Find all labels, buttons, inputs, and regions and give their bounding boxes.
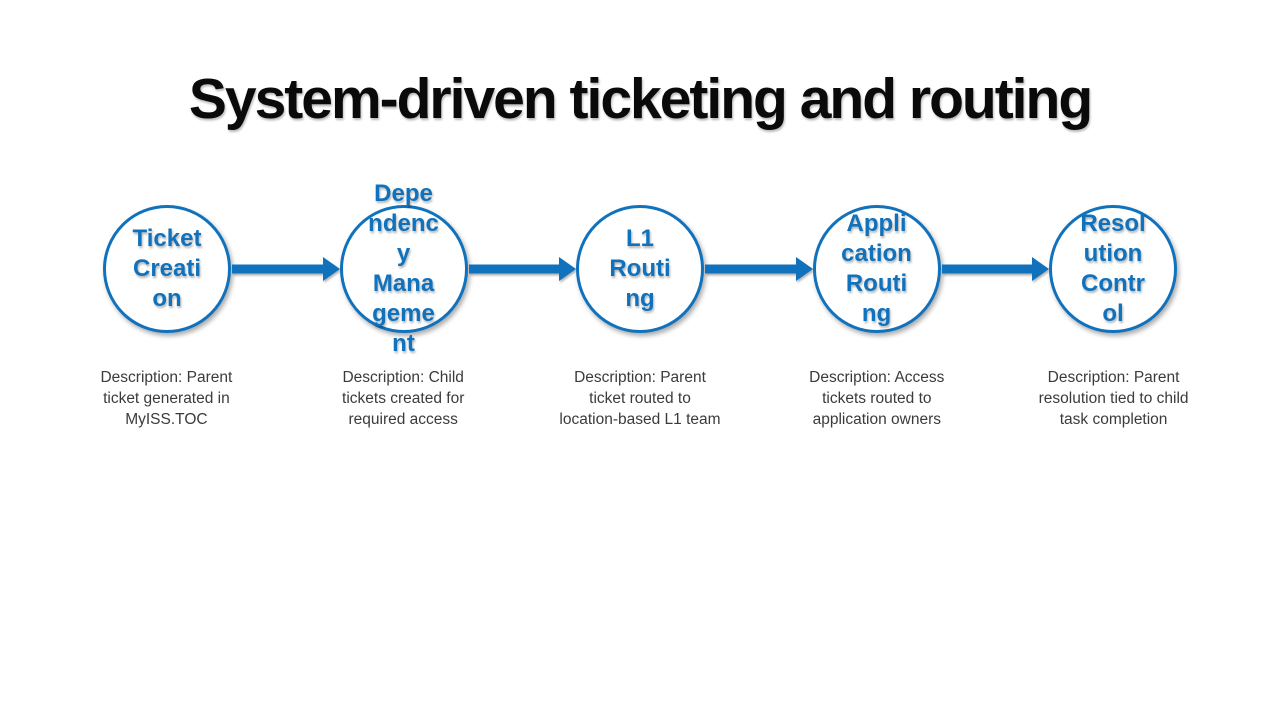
stage-label-application-routing: Appli cation Routi ng — [841, 210, 912, 327]
stage-label-resolution-control: Resol ution Contr ol — [1080, 210, 1146, 327]
stage-label-ticket-creation: Ticket Creati on — [132, 225, 202, 312]
stage-circle-l1-routing: L1 Routi ng — [576, 205, 704, 333]
stage-description-application-routing: Description: Access tickets routed to ap… — [809, 369, 945, 428]
stage-circle-dependency-management: Depe ndenc y Mana geme nt — [339, 180, 468, 357]
arrow-head-icon — [795, 257, 813, 281]
arrow-head-icon — [322, 257, 340, 281]
stage-description-l1-routing: Description: Parent ticket routed to loc… — [559, 369, 721, 428]
slide-title: System-driven ticketing and routing — [188, 67, 1093, 131]
stage-description-resolution-control: Description: Parent resolution tied to c… — [1038, 369, 1189, 428]
flow-arrow-3 — [704, 256, 813, 282]
stage-circle-ticket-creation: Ticket Creati on — [103, 205, 231, 333]
arrow-head-icon — [1032, 257, 1049, 281]
stage-label-l1-routing: L1 Routi ng — [609, 225, 671, 312]
stage-description-ticket-creation: Description: Parent ticket generated in … — [100, 369, 233, 428]
arrow-shaft — [941, 264, 1034, 274]
flow-arrow-2 — [468, 256, 576, 282]
stage-descriptions: Description: Parent ticket generated in … — [48, 367, 1232, 430]
flow-arrow-1 — [231, 256, 340, 282]
arrow-shaft — [468, 264, 561, 274]
stage-description-dependency-management: Description: Child tickets created for r… — [342, 369, 465, 428]
process-flow: Ticket Creati on Depe ndenc y Mana geme … — [103, 180, 1177, 357]
arrow-shaft — [705, 264, 798, 274]
stage-circle-application-routing: Appli cation Routi ng — [812, 205, 941, 333]
stage-label-dependency-management: Depe ndenc y Mana geme nt — [368, 180, 439, 357]
flow-arrow-4 — [941, 256, 1049, 282]
arrow-shaft — [232, 264, 325, 274]
arrow-head-icon — [559, 257, 576, 281]
stage-circle-resolution-control: Resol ution Contr ol — [1049, 205, 1177, 333]
